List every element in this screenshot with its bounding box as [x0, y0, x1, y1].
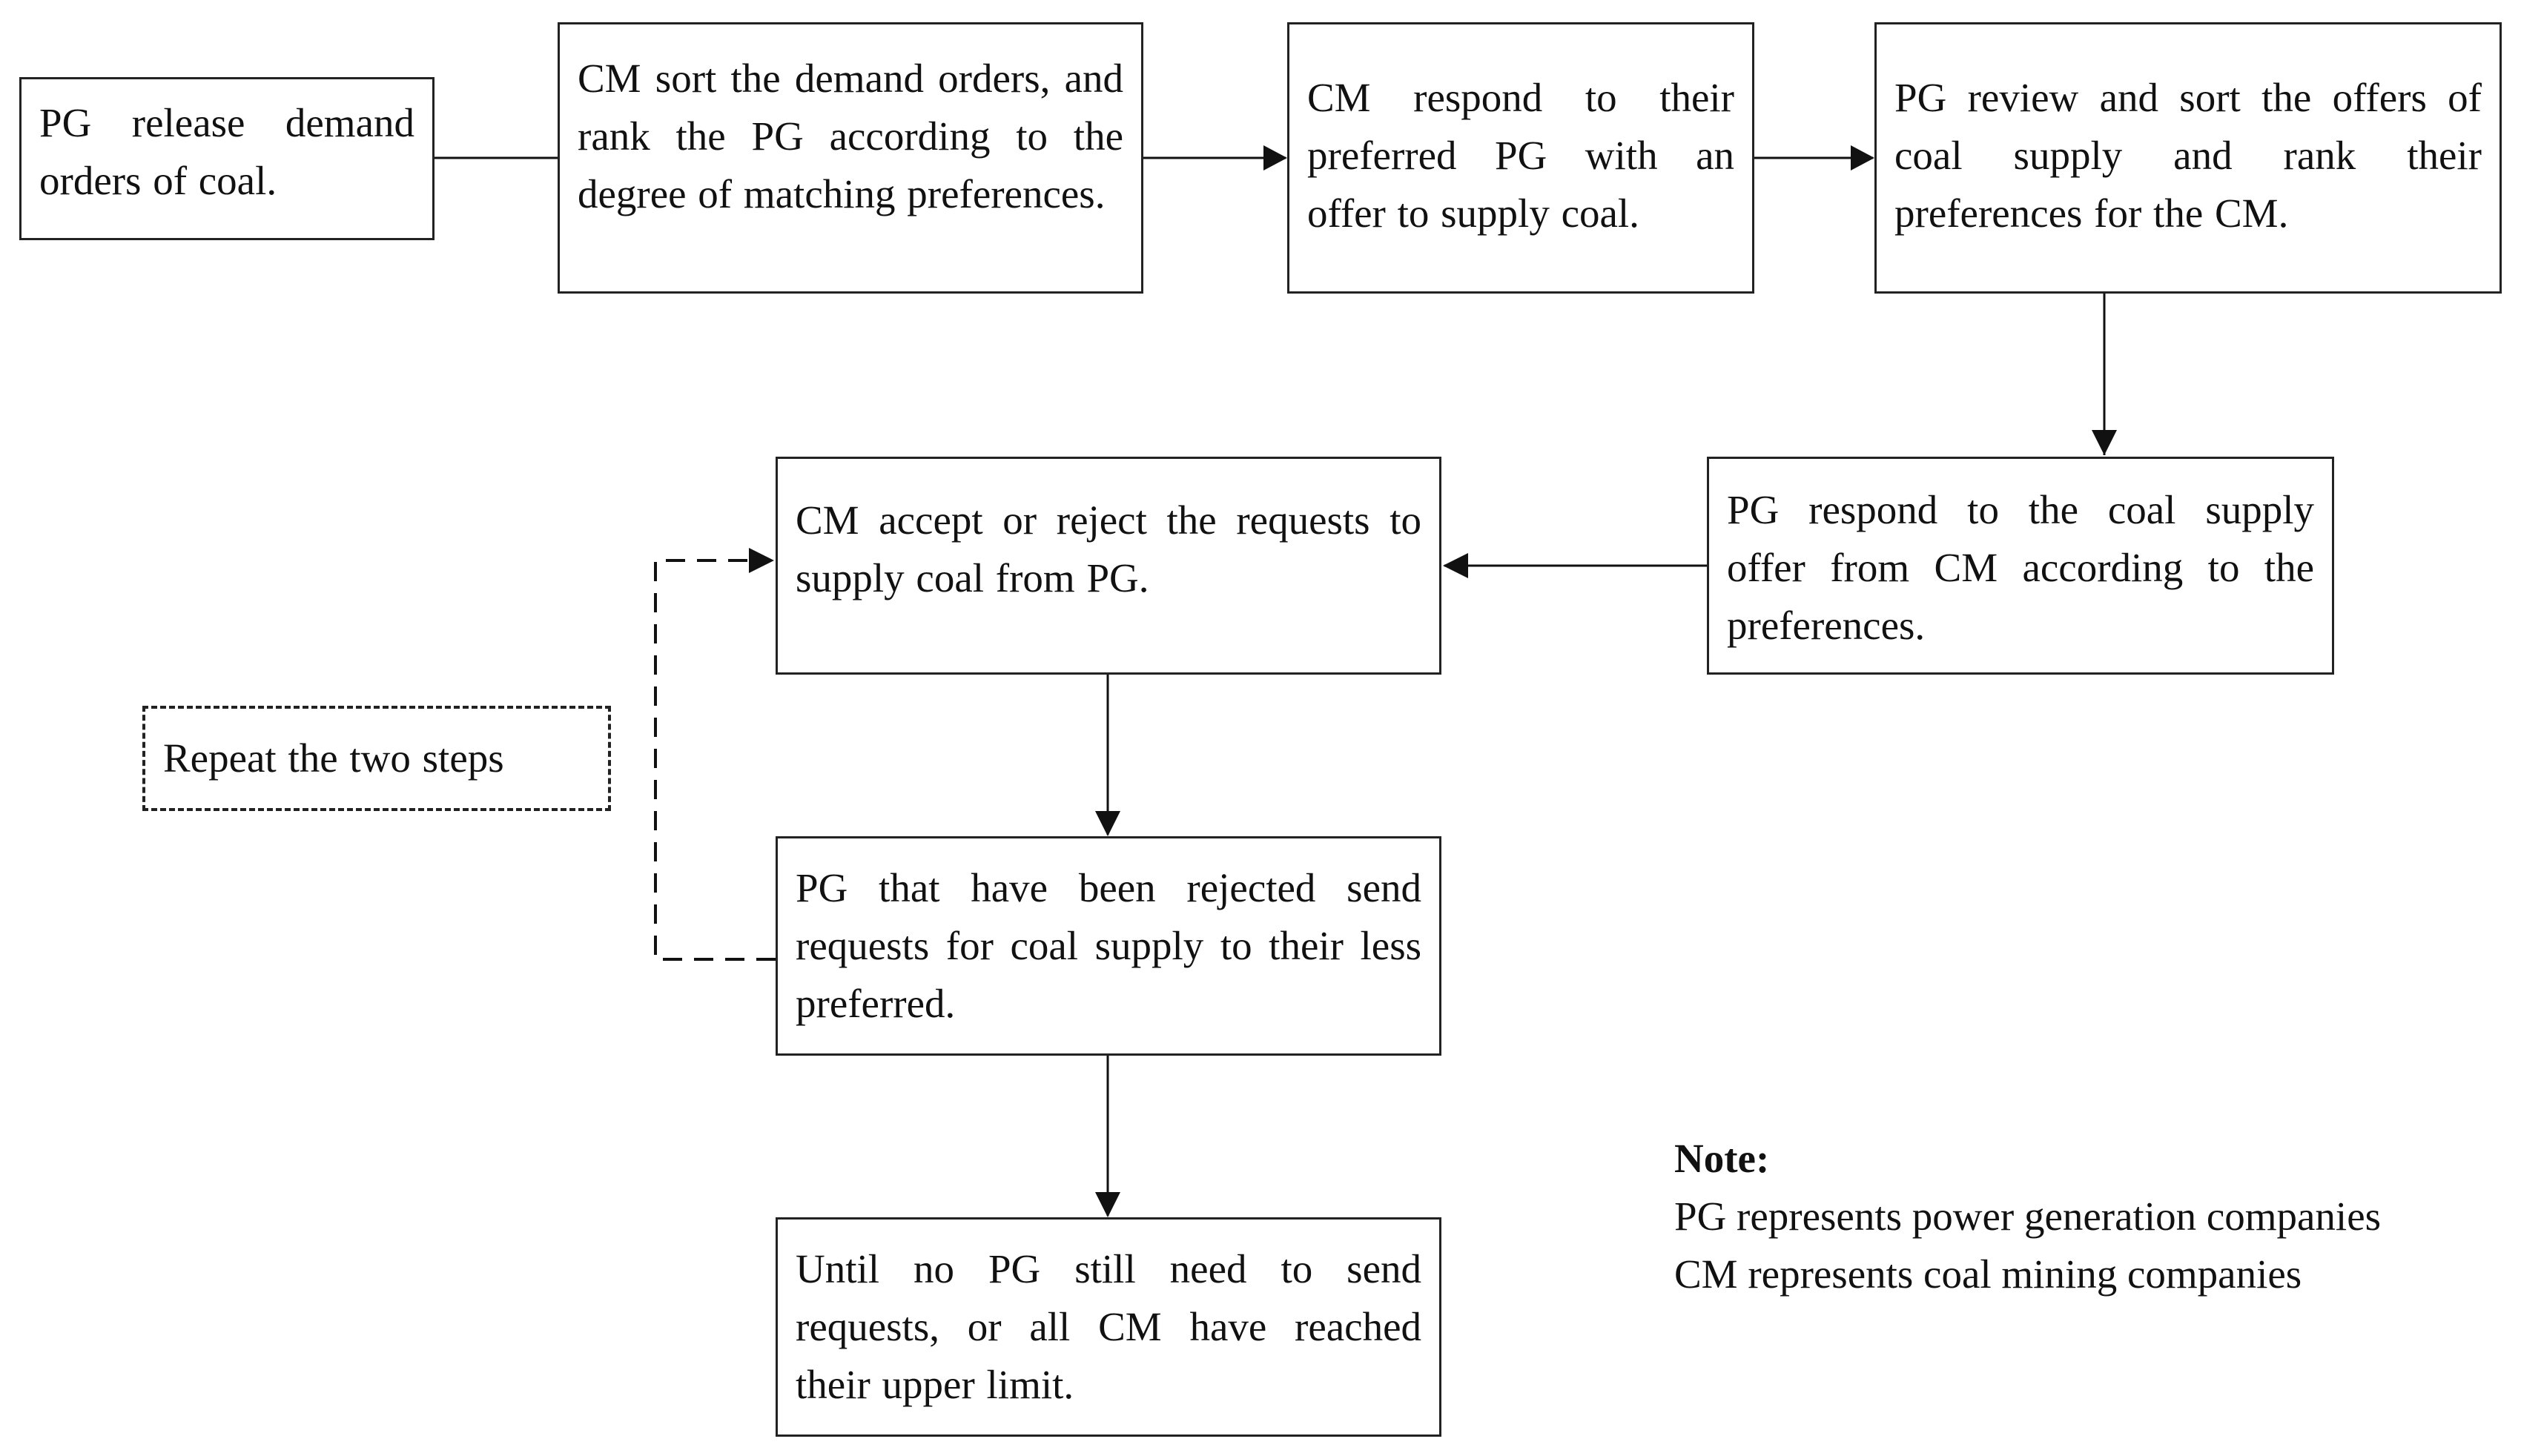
- arrowhead-review-to-pg-respond: [2092, 430, 2117, 455]
- step-until-termination-text: Until no PG still need to send requests,…: [796, 1246, 1421, 1407]
- arrowhead-respond-to-review: [1851, 145, 1874, 171]
- step-pg-respond-offer: PG respond to the coal supply offer from…: [1707, 457, 2334, 675]
- repeat-two-steps-text: Repeat the two steps: [163, 735, 504, 781]
- arrowhead-pg-respond-to-cm-accept: [1443, 553, 1468, 578]
- arrowhead-sort-to-respond: [1263, 145, 1287, 171]
- arrowhead-dashed-loop: [749, 548, 774, 573]
- step-cm-accept-reject: CM accept or reject the requests to supp…: [776, 457, 1441, 675]
- step-pg-review-offers-text: PG review and sort the offers of coal su…: [1894, 75, 2482, 236]
- step-pg-respond-offer-text: PG respond to the coal supply offer from…: [1727, 487, 2314, 648]
- dashed-loop-line: [654, 559, 776, 961]
- note-block: Note: PG represents power generation com…: [1674, 1130, 2512, 1303]
- note-line-pg: PG represents power generation companies: [1674, 1194, 2382, 1239]
- step-release-demand-orders: PG release demand orders of coal.: [19, 77, 435, 240]
- step-cm-sort-orders-text: CM sort the demand orders, and rank the …: [578, 56, 1123, 216]
- step-pg-rejected-requests-text: PG that have been rejected send requests…: [796, 865, 1421, 1026]
- arrowhead-pg-rejected-to-until: [1095, 1192, 1120, 1217]
- step-cm-sort-orders: CM sort the demand orders, and rank the …: [558, 22, 1143, 294]
- step-cm-respond-offer: CM respond to their preferred PG with an…: [1287, 22, 1754, 294]
- step-until-termination: Until no PG still need to send requests,…: [776, 1217, 1441, 1437]
- note-heading: Note:: [1674, 1136, 1770, 1181]
- step-pg-rejected-requests: PG that have been rejected send requests…: [776, 836, 1441, 1056]
- step-cm-accept-reject-text: CM accept or reject the requests to supp…: [796, 497, 1421, 600]
- note-line-cm: CM represents coal mining companies: [1674, 1251, 2302, 1297]
- step-pg-review-offers: PG review and sort the offers of coal su…: [1874, 22, 2502, 294]
- arrowhead-cm-accept-to-pg-rejected: [1095, 811, 1120, 836]
- step-release-demand-orders-text: PG release demand orders of coal.: [39, 100, 414, 203]
- step-cm-respond-offer-text: CM respond to their preferred PG with an…: [1307, 75, 1734, 236]
- repeat-two-steps-label: Repeat the two steps: [142, 706, 611, 811]
